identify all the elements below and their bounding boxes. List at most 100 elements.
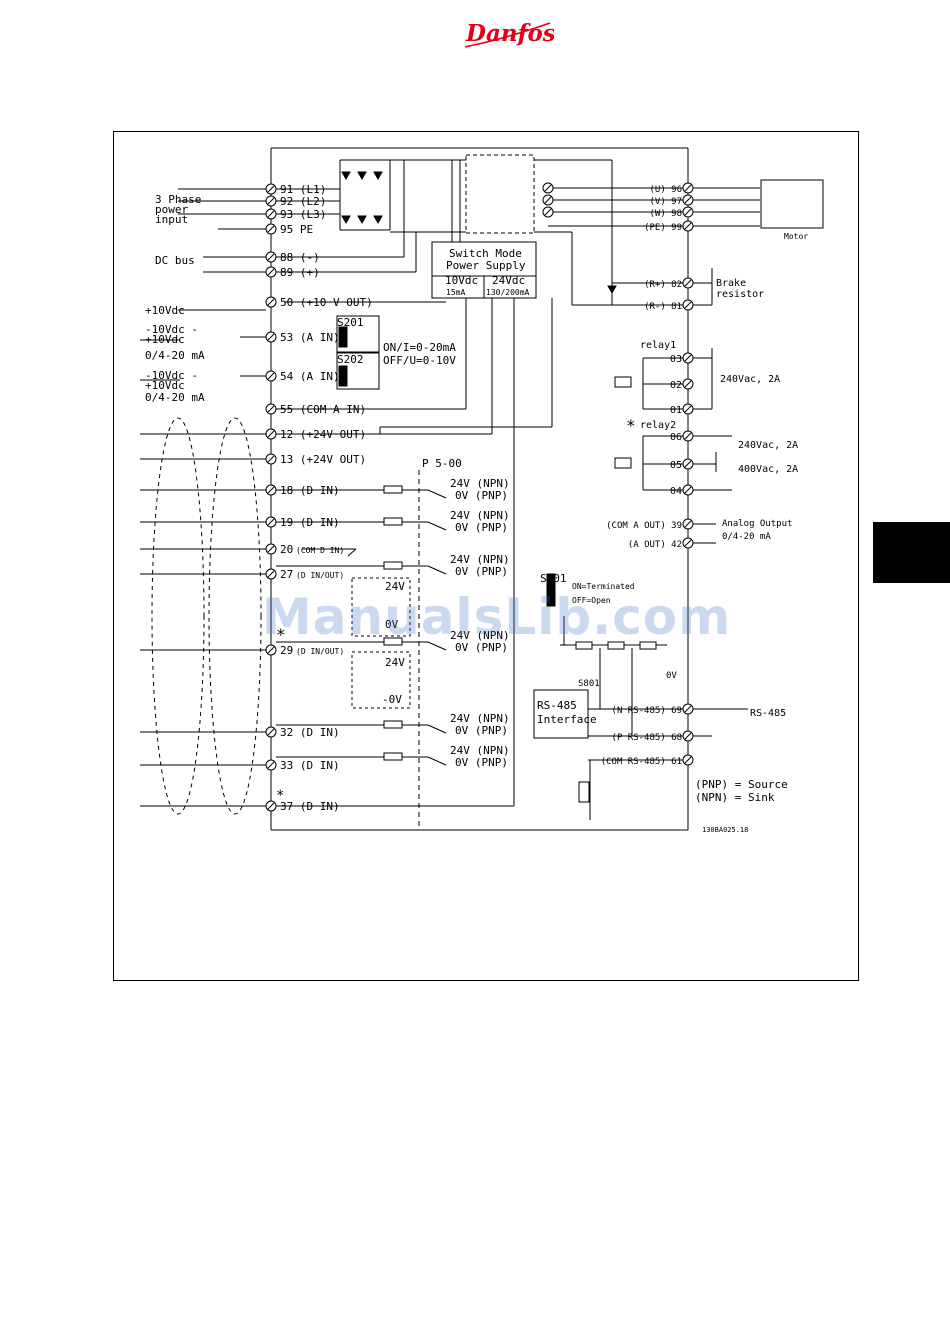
section-tab bbox=[873, 522, 950, 583]
diagram-label: relay1 bbox=[640, 340, 676, 351]
terminal-slot bbox=[544, 208, 552, 216]
diode bbox=[357, 215, 367, 225]
diode bbox=[341, 171, 351, 181]
terminal-label: 27 bbox=[280, 568, 293, 581]
terminal-label: 12 (+24V OUT) bbox=[280, 428, 366, 441]
terminal-label: (W) 98 bbox=[649, 209, 682, 219]
star-mark: * bbox=[626, 416, 636, 435]
diagram-label: 0V (PNP) bbox=[455, 565, 508, 578]
diagram-label: input bbox=[155, 213, 188, 226]
diagram-label: -10Vdc - bbox=[145, 323, 198, 336]
diagram-label: RS-485 bbox=[537, 699, 577, 712]
diagram-label: 0V bbox=[666, 671, 677, 681]
diagram-label: (NPN) = Sink bbox=[695, 791, 775, 804]
diagram-label: 0V (PNP) bbox=[455, 724, 508, 737]
diode bbox=[373, 215, 383, 225]
diagram-label: Analog Output bbox=[722, 519, 792, 529]
wire bbox=[427, 565, 447, 575]
terminal-slot bbox=[267, 372, 275, 380]
resistor bbox=[383, 752, 403, 761]
terminal-slot bbox=[684, 405, 692, 413]
terminal-slot bbox=[267, 545, 275, 553]
terminal-slot bbox=[267, 225, 275, 233]
terminal-label: 54 (A IN) bbox=[280, 370, 340, 383]
diode bbox=[373, 171, 383, 181]
terminal-label: 91 (L1) bbox=[280, 183, 326, 196]
watermark: ManualsLib.com bbox=[262, 588, 732, 646]
terminal-slot bbox=[267, 298, 275, 306]
terminal-label: (D IN/OUT) bbox=[296, 647, 344, 656]
diagram-label: -10Vdc - bbox=[145, 369, 198, 382]
terminal-label: 20 bbox=[280, 543, 293, 556]
terminal-label: (COM D IN) bbox=[296, 546, 344, 555]
terminal-slot bbox=[684, 486, 692, 494]
terminal-label: (P RS-485) 68 bbox=[612, 733, 682, 743]
terminal-label: 88 (-) bbox=[280, 251, 320, 264]
star-mark: * bbox=[276, 625, 286, 644]
resistor bbox=[383, 637, 403, 646]
terminal-slot bbox=[267, 197, 275, 205]
diagram-label: OFF=Open bbox=[572, 596, 611, 605]
diagram-label: +10Vdc bbox=[145, 304, 185, 317]
resistor bbox=[383, 517, 403, 526]
terminal-slot bbox=[684, 279, 692, 287]
resistor bbox=[607, 641, 625, 650]
diagram-label: 0V (PNP) bbox=[455, 641, 508, 654]
terminal-slot bbox=[684, 520, 692, 528]
wire bbox=[427, 756, 447, 766]
diagram-label: 24V (NPN) bbox=[450, 629, 510, 642]
wire bbox=[427, 724, 447, 734]
diagram-label: +10Vdc bbox=[145, 333, 185, 346]
terminal-slot bbox=[684, 208, 692, 216]
terminal-label: (COM A OUT) 39 bbox=[606, 521, 682, 531]
terminal-slot bbox=[684, 184, 692, 192]
star-mark: * bbox=[276, 788, 284, 804]
resistor bbox=[575, 641, 593, 650]
terminal-slot bbox=[267, 728, 275, 736]
diagram-label: Power Supply bbox=[446, 259, 526, 272]
terminal-slot bbox=[684, 380, 692, 388]
figure-code: 130BA025.18 bbox=[702, 826, 748, 834]
terminal-label: 89 (+) bbox=[280, 266, 320, 279]
diagram-label: 24Vdc bbox=[492, 274, 525, 287]
terminal-label: (D IN/OUT) bbox=[296, 571, 344, 580]
danfoss-logo: Danfoss bbox=[464, 20, 554, 48]
terminal-label: 01 bbox=[670, 405, 682, 416]
diagram-label: RS-485 bbox=[750, 708, 786, 719]
terminal-slot bbox=[684, 196, 692, 204]
terminal-slot bbox=[267, 185, 275, 193]
terminal-label: 13 (+24V OUT) bbox=[280, 453, 366, 466]
diagram-label: Interface bbox=[537, 713, 597, 726]
terminal-label: (COM RS-485) 61 bbox=[601, 757, 682, 767]
diagram-label: S801 bbox=[540, 572, 567, 585]
terminal-label: 53 (A IN) bbox=[280, 331, 340, 344]
diagram-label: DC bus bbox=[155, 254, 195, 267]
terminal-label: (R+) 82 bbox=[644, 280, 682, 290]
diagram-label: ON/I=0-20mA bbox=[383, 341, 456, 354]
diode bbox=[341, 215, 351, 225]
svg-text:Danfoss: Danfoss bbox=[465, 20, 554, 47]
diagram-label: ON=Terminated bbox=[572, 582, 635, 591]
diagram-label: P 5-00 bbox=[422, 457, 462, 470]
terminal-label: (N RS-485) 69 bbox=[612, 706, 682, 716]
diagram-label: 240Vac, 2A bbox=[738, 440, 798, 451]
terminal-slot bbox=[684, 539, 692, 547]
terminal-label: 03 bbox=[670, 354, 682, 365]
diagram-label: resistor bbox=[716, 289, 764, 300]
terminal-label: 37 (D IN) bbox=[280, 800, 340, 813]
resistor bbox=[639, 641, 657, 650]
resistor bbox=[383, 720, 403, 729]
diagram-label: 0V (PNP) bbox=[455, 489, 508, 502]
terminal-label: 32 (D IN) bbox=[280, 726, 340, 739]
terminal-label: 19 (D IN) bbox=[280, 516, 340, 529]
terminal-label: 29 bbox=[280, 644, 293, 657]
terminal-slot bbox=[684, 222, 692, 230]
diagram-label: 0V bbox=[385, 618, 399, 631]
terminal-label: 50 (+10 V OUT) bbox=[280, 296, 373, 309]
diagram-label: 400Vac, 2A bbox=[738, 464, 798, 475]
diagram-label: S201 bbox=[337, 316, 364, 329]
diagram-label: 24V (NPN) bbox=[450, 553, 510, 566]
terminal-slot bbox=[684, 354, 692, 362]
terminal-slot bbox=[544, 196, 552, 204]
